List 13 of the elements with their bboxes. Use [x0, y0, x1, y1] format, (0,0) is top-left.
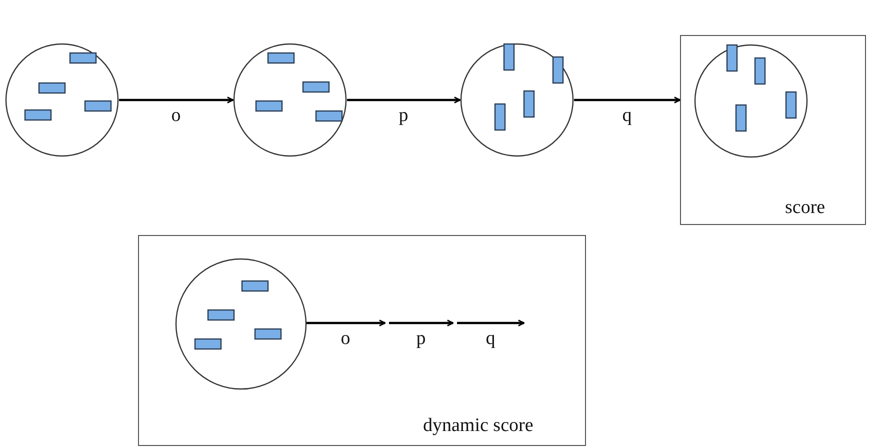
group-frame	[680, 35, 866, 225]
group-title: dynamic score	[423, 416, 534, 435]
group-frame	[138, 235, 586, 446]
arrow	[306, 320, 386, 326]
group-title: score	[785, 198, 826, 217]
circle-drawing	[460, 43, 574, 157]
arrow	[119, 96, 234, 104]
circle-drawing	[5, 43, 119, 157]
circle-drawing	[175, 258, 307, 390]
arrow	[347, 96, 461, 104]
circle-drawing	[694, 44, 808, 158]
circle-drawing	[233, 43, 347, 157]
arrow	[574, 96, 681, 104]
